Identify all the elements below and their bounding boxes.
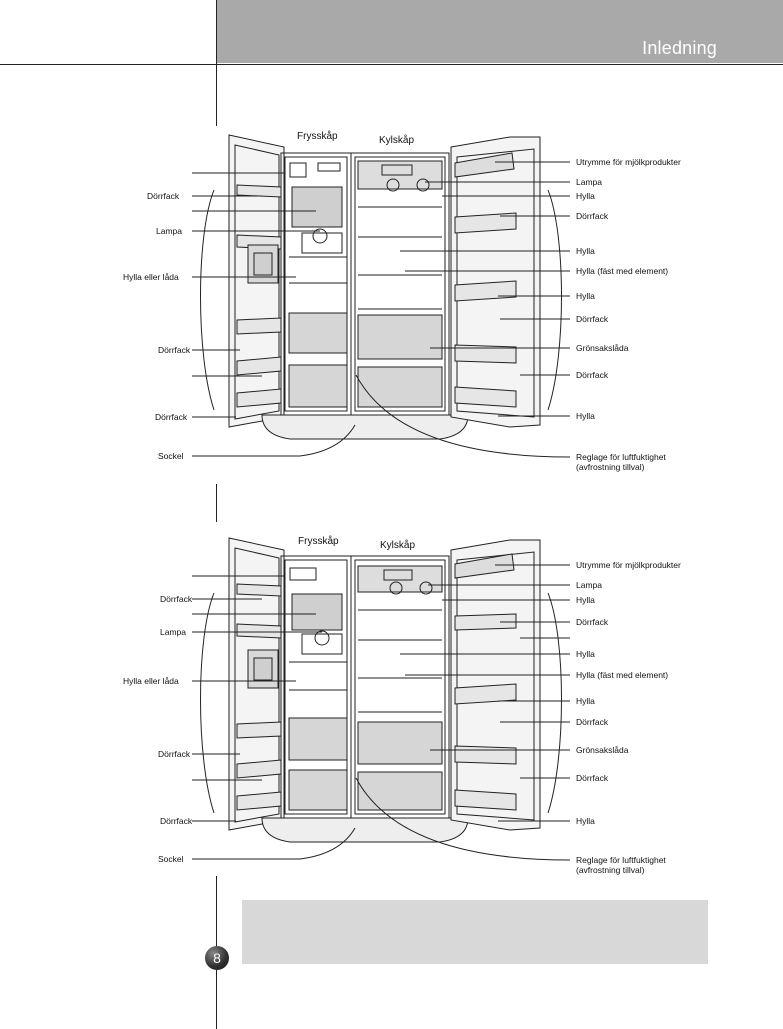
callout-label: Dörrfack (576, 773, 609, 783)
margin-rule (216, 0, 217, 64)
callout-label: Lampa (156, 226, 182, 236)
callout-label: Sockel (158, 854, 184, 864)
callout-label: Grönsakslåda (576, 343, 629, 353)
section-title: Inledning (642, 38, 717, 58)
freezer-label: Frysskåp (298, 536, 339, 547)
callout-label: Lampa (576, 177, 602, 187)
callout-label: Hylla (576, 291, 595, 301)
callout-label: Lampa (576, 580, 602, 590)
callout-label: Dörrfack (158, 345, 191, 355)
callout-label: Lampa (160, 627, 186, 637)
page-number-badge: 8 (205, 946, 229, 970)
callout-label: Dörrfack (576, 314, 609, 324)
refrigerator-illustration (192, 134, 571, 458)
callout-label: Dörrfack (576, 617, 609, 627)
fridge-label: Kylskåp (379, 135, 415, 146)
refrigerator-diagram-1: Frysskåp Kylskåp Dörrfack Lampa Hylla el… (0, 125, 783, 480)
callout-label: Hylla eller låda (123, 272, 179, 282)
callout-label: Dörrfack (147, 191, 180, 201)
callout-label: Dörrfack (155, 412, 188, 422)
callout-label: Hylla (576, 816, 595, 826)
callout-label: Dörrfack (160, 594, 193, 604)
callout-label: Hylla (fäst med element) (576, 266, 669, 276)
margin-rule (216, 970, 217, 1029)
callout-label: Hylla (576, 411, 595, 421)
header-band: Inledning (217, 0, 783, 63)
callout-label: Utrymme för mjölkprodukter (576, 560, 681, 570)
callout-label: Hylla (576, 191, 595, 201)
freezer-label: Frysskåp (297, 131, 338, 142)
callout-label: Dörrfack (576, 211, 609, 221)
callout-label: Hylla (576, 246, 595, 256)
callout-label: Hylla (576, 649, 595, 659)
note-box (242, 900, 708, 964)
header-rule (0, 64, 783, 65)
callout-label: Dörrfack (576, 370, 609, 380)
margin-rule (216, 64, 217, 126)
callout-label: Hylla eller låda (123, 676, 179, 686)
callout-label: Reglage för luftfuktighet (avfrostning t… (576, 855, 666, 875)
fridge-label: Kylskåp (380, 540, 416, 551)
callout-label: Grönsakslåda (576, 745, 629, 755)
callout-label: Sockel (158, 451, 184, 461)
callout-label: Reglage för luftfuktighet (avfrostning t… (576, 452, 666, 472)
callout-label: Dörrfack (160, 816, 193, 826)
margin-rule (216, 876, 217, 946)
margin-rule (216, 484, 217, 522)
callout-label: Dörrfack (576, 717, 609, 727)
callout-label: Hylla (576, 696, 595, 706)
refrigerator-illustration (192, 537, 571, 861)
callout-label: Hylla (fäst med element) (576, 670, 669, 680)
callout-label: Utrymme för mjölkprodukter (576, 157, 681, 167)
callout-label: Hylla (576, 595, 595, 605)
refrigerator-diagram-2: Frysskåp Kylskåp Dörrfack Lampa Hylla el… (0, 528, 783, 883)
callout-label: Dörrfack (158, 749, 191, 759)
